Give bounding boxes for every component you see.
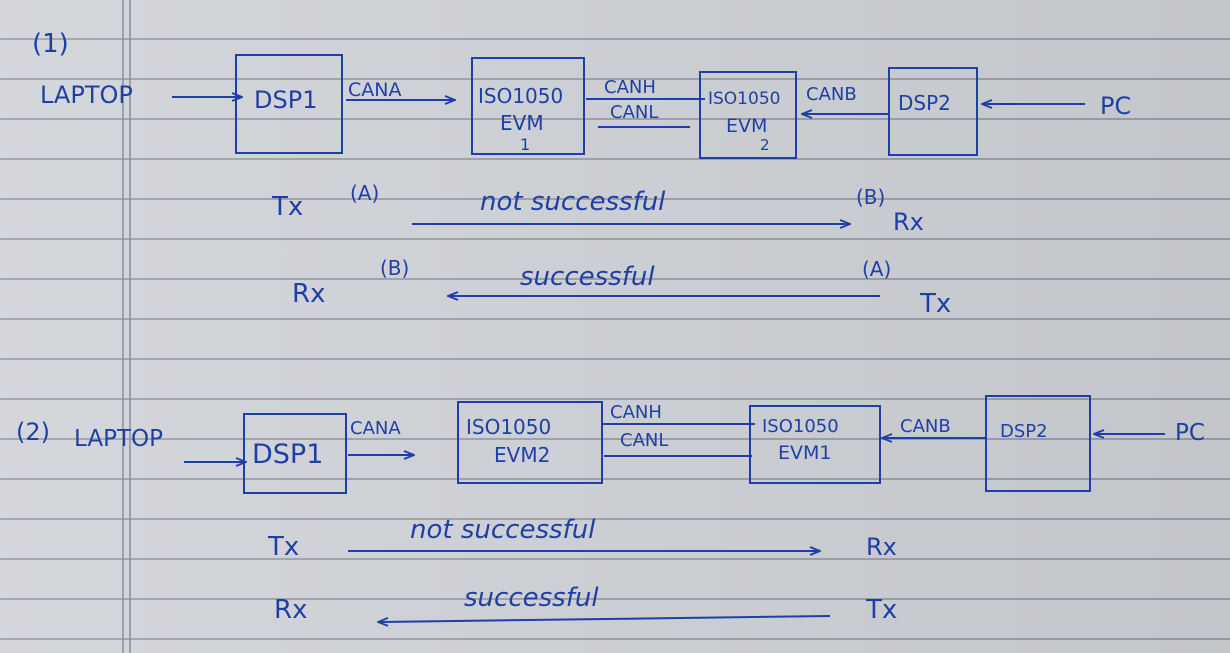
d1-row2-status: successful	[520, 262, 655, 292]
d1-row2-right-label: Tx	[919, 289, 951, 319]
d2-dsp1-label: DSP1	[252, 439, 323, 470]
d1-dsp2-box	[888, 67, 978, 156]
d2-evm-right-box	[749, 405, 881, 484]
d2-dsp1-box	[243, 413, 347, 494]
d1-dsp1-box	[235, 54, 343, 154]
d1-evm-left-line3: 1	[520, 135, 530, 154]
d2-evm-right-line2: EVM1	[778, 442, 831, 464]
d1-dsp2-label: DSP2	[898, 91, 951, 115]
d1-row1-left-label: Tx	[271, 192, 303, 222]
d1-evm-right-box	[699, 71, 797, 159]
d1-row2-left-label: Rx	[292, 279, 325, 309]
d2-canh-label: CANH	[610, 402, 662, 423]
diagram-2-label: (2)	[16, 418, 50, 446]
d1-canh-label: CANH	[604, 77, 656, 98]
diagram-1: (1) LAPTOP DSP1 CANA ISO1050 EVM 1 CANH …	[32, 29, 1131, 319]
d2-cana-label: CANA	[350, 418, 401, 439]
d1-pc-label: PC	[1100, 92, 1131, 120]
d1-row1-left-note: (A)	[350, 181, 379, 205]
diagram-2: (2) LAPTOP DSP1 CANA ISO1050 EVM2 CANH C…	[16, 395, 1205, 625]
d1-row1-status: not successful	[480, 187, 666, 217]
d2-row2-status: successful	[464, 583, 599, 613]
d1-canl-label: CANL	[610, 102, 658, 123]
d1-canb-label: CANB	[806, 84, 857, 105]
d2-canb-label: CANB	[900, 416, 951, 437]
d1-cana-label: CANA	[348, 79, 401, 101]
d1-evm-right-line3: 2	[760, 136, 770, 154]
d1-dsp1-label: DSP1	[254, 86, 317, 114]
diagram-1-label: (1)	[32, 29, 69, 59]
d1-row1-right-note: (B)	[856, 185, 885, 209]
d1-evm-right-line1: ISO1050	[708, 89, 780, 109]
d2-row2-left-label: Rx	[274, 595, 307, 625]
d2-row1-right-label: Rx	[866, 533, 897, 561]
d2-evm-left-line2: EVM2	[494, 443, 550, 467]
d2-row1-status: not successful	[410, 515, 596, 545]
d2-dsp2-box	[985, 395, 1091, 492]
d2-row1-left-label: Tx	[267, 532, 299, 562]
d1-evm-left-box	[471, 57, 585, 155]
d2-evm-left-box	[457, 401, 603, 484]
d1-evm-right-line2: EVM	[726, 115, 767, 137]
d1-laptop-label: LAPTOP	[40, 81, 133, 109]
d2-pc-label: PC	[1175, 420, 1205, 446]
d1-evm-left-line1: ISO1050	[478, 84, 563, 108]
d2-evm-right-line1: ISO1050	[762, 416, 839, 437]
d2-canl-label: CANL	[620, 430, 668, 451]
d1-row2-left-note: (B)	[380, 256, 409, 280]
d1-row1-right-label: Rx	[893, 208, 924, 236]
d2-row2-right-label: Tx	[865, 595, 897, 625]
d2-dsp2-label: DSP2	[1000, 421, 1048, 442]
d1-evm-left-line2: EVM	[500, 111, 544, 135]
d1-row2-right-note: (A)	[862, 257, 891, 281]
d2-laptop-label: LAPTOP	[74, 426, 163, 452]
d2-evm-left-line1: ISO1050	[466, 415, 551, 439]
d2-row2-arrow	[378, 615, 831, 622]
